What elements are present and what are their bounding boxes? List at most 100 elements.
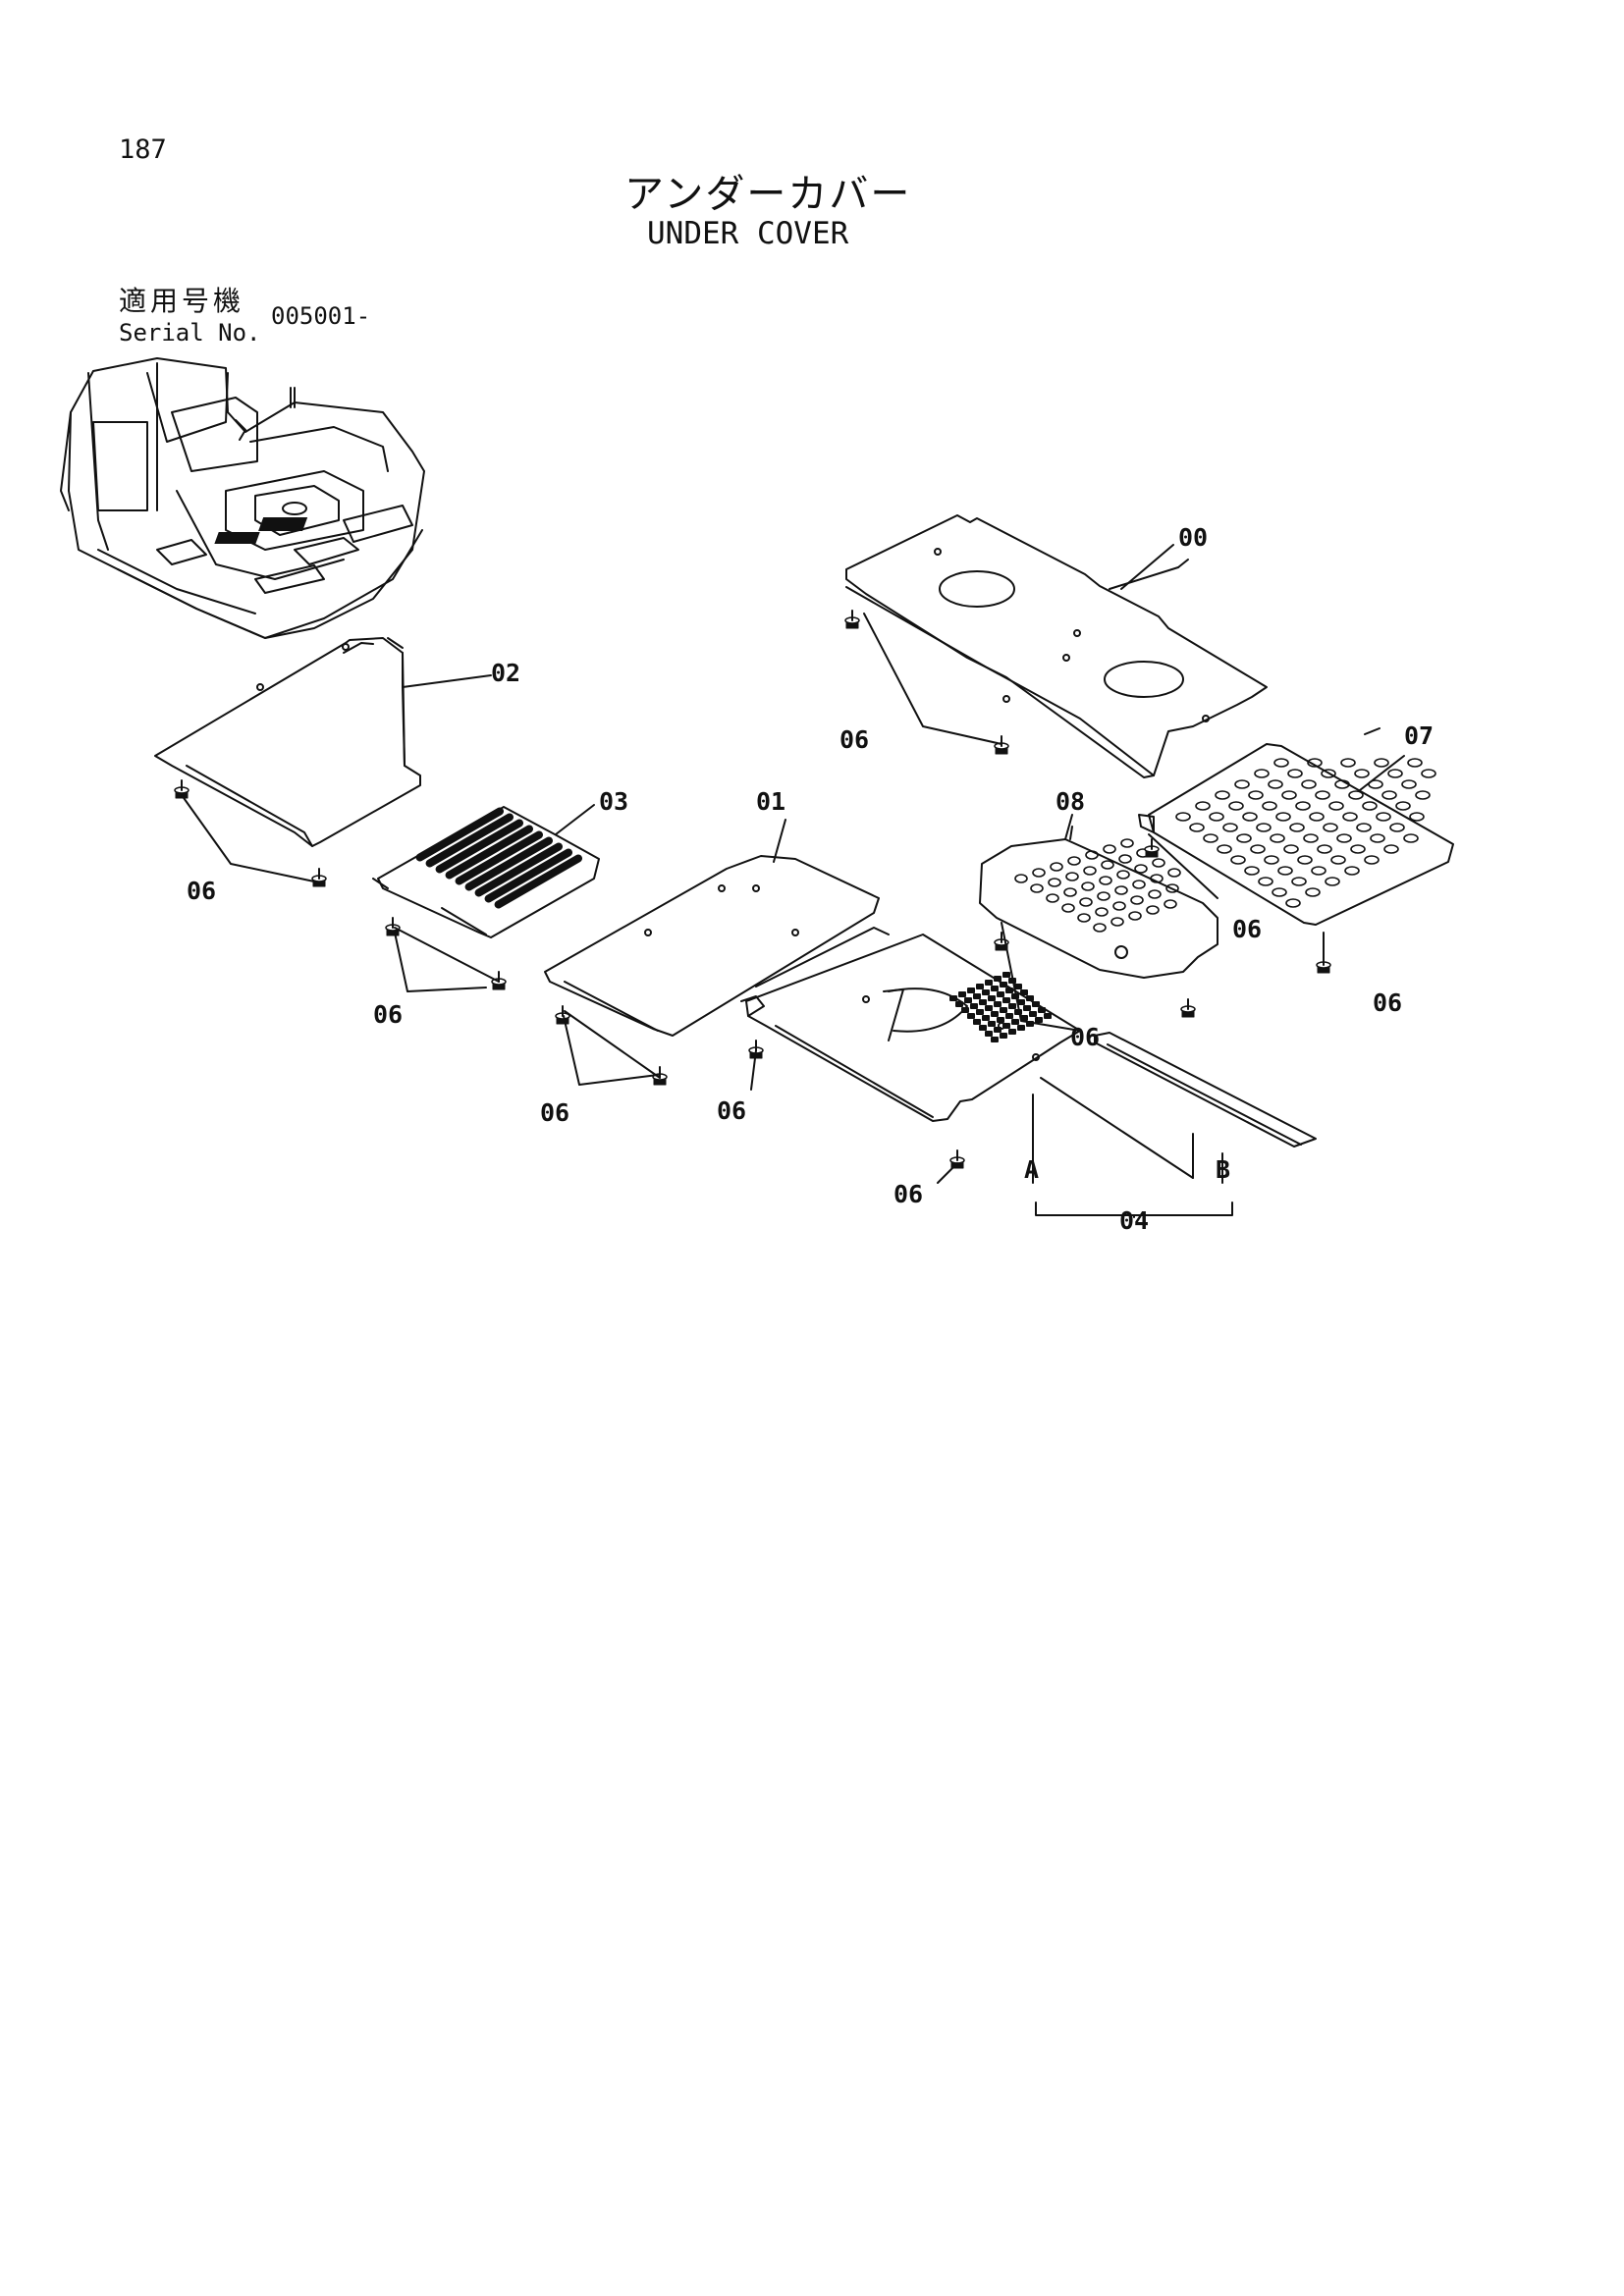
hole [1376, 812, 1391, 822]
vent-slot [435, 819, 524, 874]
mesh-cell [1017, 999, 1025, 1005]
mesh-cell [991, 986, 999, 991]
hole [1244, 866, 1260, 876]
part-03-vent-slots [415, 807, 583, 909]
hole [1030, 883, 1044, 893]
callout-06: 06 [1070, 1023, 1100, 1051]
vent-slot [415, 807, 505, 862]
mesh-cell [1002, 1023, 1010, 1029]
hole [1222, 823, 1238, 832]
hole [1258, 877, 1273, 886]
bolt-icon [1316, 954, 1331, 974]
bolt-icon [311, 868, 327, 887]
hole [1134, 864, 1148, 874]
hole [1128, 911, 1142, 921]
mesh-cell [964, 997, 972, 1003]
hole [1301, 779, 1317, 789]
bolt-icon [949, 1149, 965, 1169]
mesh-cell [1023, 1005, 1031, 1011]
vent-slot [464, 836, 554, 891]
mesh-cell [1020, 1015, 1028, 1021]
bolt-icon [844, 610, 860, 629]
hole [1285, 898, 1301, 908]
callout-labels: 00 02 03 01 08 07 06 06 06 06 06 06 06 0… [187, 523, 1434, 1235]
callout-00: 00 [1178, 523, 1208, 552]
hole [1268, 779, 1283, 789]
mesh-cell [994, 1001, 1001, 1007]
mesh-cell [982, 1015, 990, 1021]
mesh-cell [973, 993, 981, 999]
mesh-cell [991, 1037, 999, 1042]
hole [1116, 870, 1130, 880]
callout-08: 08 [1056, 787, 1085, 816]
hole [1148, 889, 1162, 899]
hole [1270, 833, 1285, 843]
bolt-icon [555, 1005, 570, 1025]
bolt-icon [174, 779, 189, 799]
hole [1336, 833, 1352, 843]
hole [1254, 769, 1270, 778]
hole [1307, 758, 1323, 768]
mesh-cell [1000, 1033, 1007, 1039]
callout-06: 06 [1232, 915, 1262, 943]
hole [1228, 801, 1244, 811]
hole [1321, 769, 1336, 778]
mesh-cell [973, 1019, 981, 1025]
callout-07: 07 [1404, 721, 1434, 750]
part-08-perforated-plate [979, 826, 1218, 979]
callout-01: 01 [756, 787, 785, 816]
hole [1297, 855, 1313, 865]
callout-06: 06 [373, 1000, 403, 1029]
hole [1085, 850, 1099, 860]
callout-06: 06 [1373, 988, 1402, 1017]
hole [1383, 844, 1399, 854]
hole [1401, 779, 1417, 789]
part-08-holes [1014, 838, 1181, 933]
mesh-cell [988, 1021, 996, 1027]
callout-06: 06 [717, 1096, 746, 1125]
part-07-perforated-grille [1138, 727, 1454, 926]
callout-06: 06 [540, 1098, 569, 1127]
mesh-cell [1035, 1017, 1043, 1023]
hole [1354, 769, 1370, 778]
hole [1381, 790, 1397, 800]
hole [1395, 801, 1411, 811]
vent-slot [445, 825, 534, 880]
page-title-english: UNDER COVER [647, 216, 849, 251]
hole [1348, 790, 1364, 800]
callout-03: 03 [599, 787, 628, 816]
callout-06: 06 [187, 877, 216, 905]
hole [1130, 895, 1144, 905]
hole [1415, 790, 1431, 800]
mesh-cell [1005, 1013, 1013, 1019]
mesh-cell [1029, 1011, 1037, 1017]
hole [1256, 823, 1272, 832]
hole [1311, 866, 1326, 876]
hole [1283, 844, 1299, 854]
hole [1248, 790, 1264, 800]
hole [1014, 874, 1028, 883]
mesh-cell [985, 1031, 993, 1037]
hole [1389, 823, 1405, 832]
hole [1370, 833, 1385, 843]
hole [1387, 769, 1403, 778]
mesh-cell [1044, 1013, 1052, 1019]
hole [1236, 833, 1252, 843]
callout-04: 04 [1119, 1206, 1149, 1235]
hole [1165, 883, 1179, 893]
hole [1303, 833, 1319, 843]
mesh-cell [1020, 989, 1028, 995]
hole [1281, 790, 1297, 800]
mesh-cell [994, 976, 1001, 982]
callout-06: 06 [839, 725, 869, 754]
page-title-japanese: アンダーカバー [624, 172, 912, 217]
mesh-cell [1002, 997, 1010, 1003]
part-04-perforated-mesh-area [949, 972, 1052, 1042]
hole [1275, 812, 1291, 822]
hole [1112, 901, 1126, 911]
part-07-holes [1175, 758, 1436, 908]
vent-slot [474, 842, 564, 897]
vent-slot [455, 830, 544, 885]
callout-B: B [1216, 1155, 1230, 1184]
serial-label-english: Serial No. [119, 319, 261, 347]
